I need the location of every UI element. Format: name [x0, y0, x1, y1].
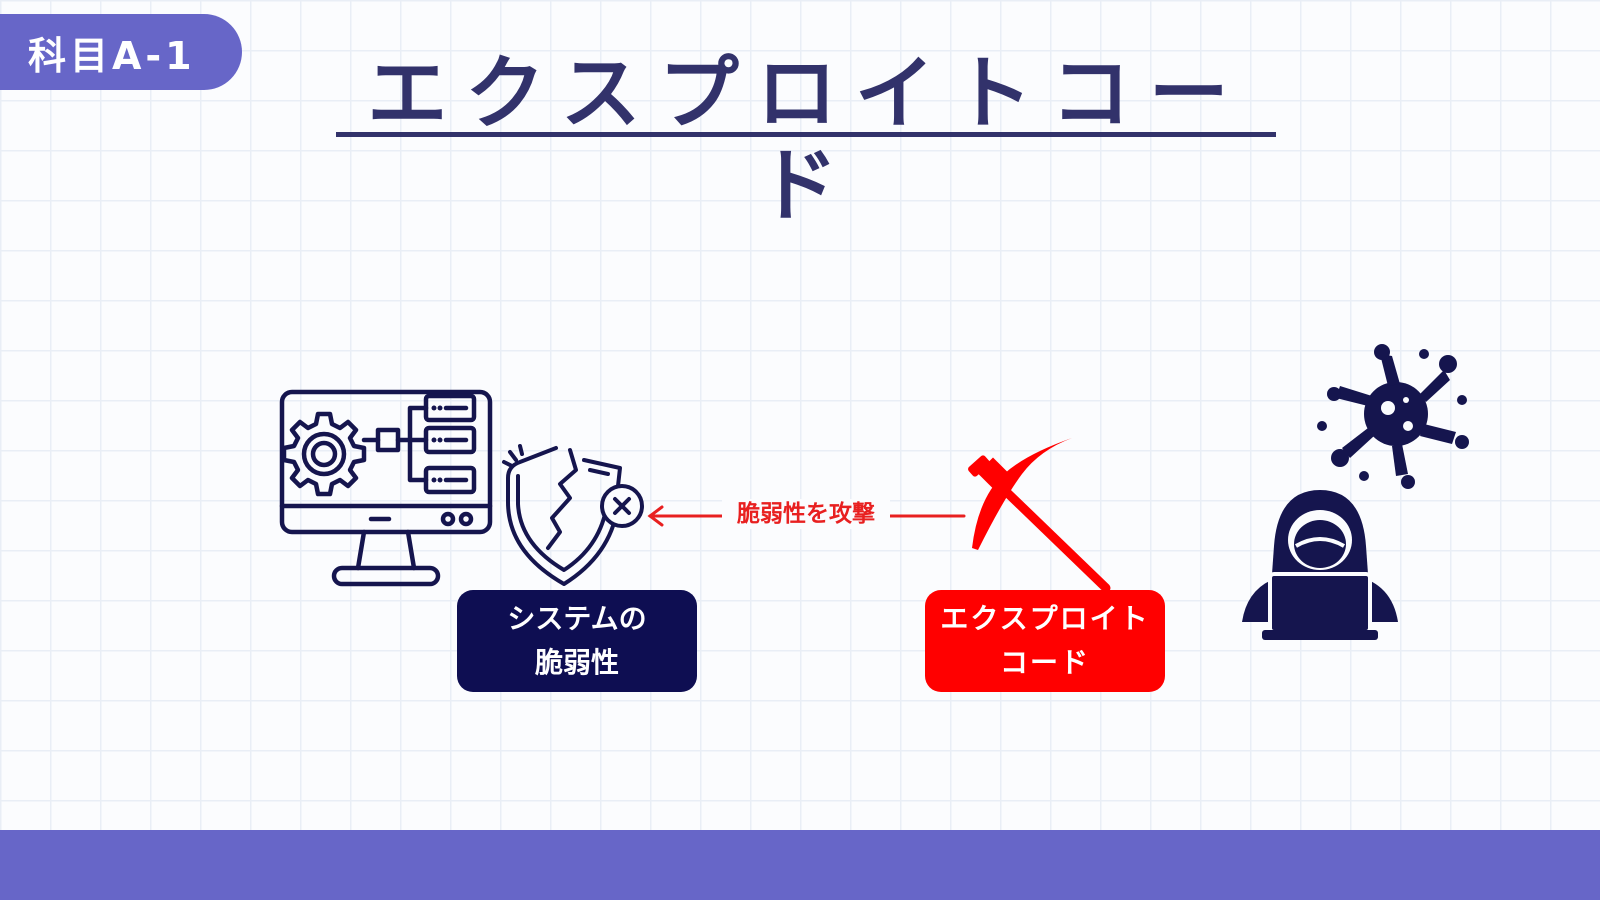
- system-label-line1: システムの: [507, 602, 647, 635]
- exploit-label-line2: コード: [999, 646, 1090, 679]
- title-underline: [336, 132, 1276, 137]
- exploit-code-label: エクスプロイト コード: [925, 590, 1165, 692]
- broken-shield-icon: [502, 444, 644, 586]
- virus-icon: [1317, 344, 1469, 489]
- system-label-line2: 脆弱性: [534, 646, 619, 679]
- pickaxe-icon: [968, 438, 1111, 593]
- subject-badge: 科目A-1: [0, 14, 242, 90]
- footer-band: [0, 830, 1600, 900]
- page-title: エクスプロイトコード: [367, 47, 1247, 232]
- exploit-label-line1: エクスプロイト: [940, 602, 1150, 635]
- hacker-icon: [1242, 490, 1398, 640]
- subject-badge-label: 科目A-1: [28, 33, 196, 78]
- arrow-label: 脆弱性を攻撃: [722, 499, 890, 529]
- system-vulnerability-label: システムの 脆弱性: [457, 590, 697, 692]
- monitor-server-icon: [279, 389, 493, 587]
